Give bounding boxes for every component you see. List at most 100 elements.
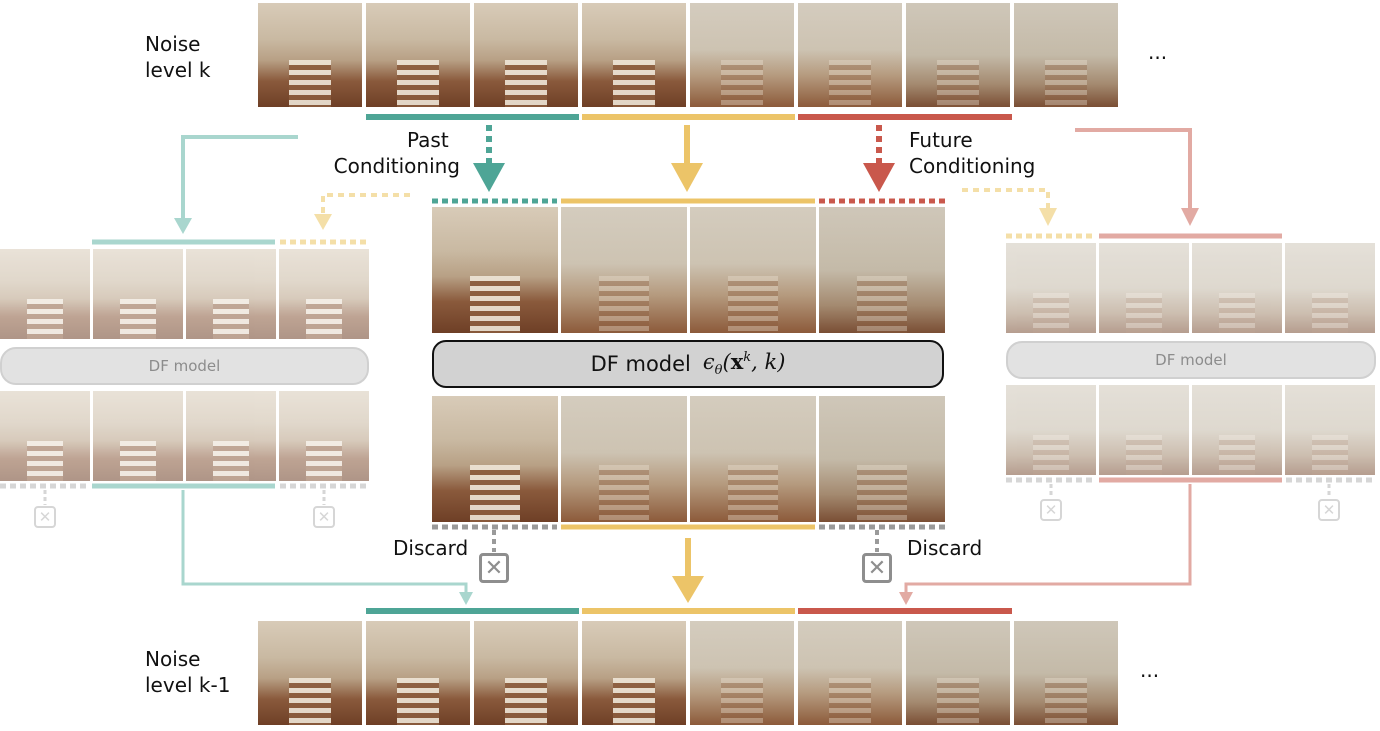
frame-top-3 <box>474 3 578 107</box>
arrow-future-down <box>863 163 895 192</box>
frame-stairs-detail <box>505 678 547 725</box>
df-model-main-text: DF model <box>590 352 691 376</box>
frame-bottom-7 <box>906 621 1010 725</box>
future-line1: Future <box>909 128 973 152</box>
frame-stairs-detail <box>1312 292 1348 333</box>
discard-icon-right-2: ✕ <box>1318 499 1340 521</box>
frame-middle-output-3 <box>690 396 816 522</box>
frame-left-input-4 <box>279 249 369 339</box>
frame-right-output-1 <box>1006 385 1096 475</box>
frame-stairs-detail <box>721 60 763 107</box>
left-past-flow <box>181 135 298 222</box>
noise-level-k-minus-1-label: Noise level k-1 <box>145 646 230 698</box>
frame-right-output-3 <box>1192 385 1282 475</box>
frame-stairs-detail <box>213 440 249 481</box>
discard-icon-left-1: ✕ <box>34 506 56 528</box>
frame-stairs-detail <box>613 678 655 725</box>
frame-bottom-6 <box>798 621 902 725</box>
frame-stairs-detail <box>505 60 547 107</box>
df-model-main-formula: ϵθ(xk, k) <box>702 349 786 379</box>
frame-left-output-2 <box>93 391 183 481</box>
frame-stairs-detail <box>598 465 650 522</box>
right-future-flow <box>1075 128 1192 212</box>
frame-stairs-detail <box>829 678 871 725</box>
frame-stairs-detail <box>27 298 63 339</box>
past-line1: Past <box>407 128 449 152</box>
frame-stairs-detail <box>213 298 249 339</box>
frame-stairs-detail <box>727 465 779 522</box>
frame-stairs-detail <box>1045 678 1087 725</box>
frame-stairs-detail <box>721 678 763 725</box>
noise-level-k-line1: Noise <box>145 32 201 56</box>
frame-bottom-4 <box>582 621 686 725</box>
frame-middle-output-4 <box>819 396 945 522</box>
frame-stairs-detail <box>1033 434 1069 475</box>
frame-stairs-detail <box>1219 434 1255 475</box>
frame-top-1 <box>258 3 362 107</box>
frame-stairs-detail <box>397 60 439 107</box>
frame-stairs-detail <box>1219 292 1255 333</box>
frame-stairs-detail <box>289 60 331 107</box>
frame-middle-input-4 <box>819 207 945 333</box>
df-model-right-text: DF model <box>1155 351 1227 369</box>
frame-stairs-detail <box>289 678 331 725</box>
discard-icon-left: ✕ <box>479 553 509 583</box>
frame-left-output-4 <box>279 391 369 481</box>
frame-right-input-2 <box>1099 243 1189 333</box>
frame-stairs-detail <box>727 276 779 333</box>
frame-right-output-4 <box>1285 385 1375 475</box>
noise-level-k1-line1: Noise <box>145 647 201 671</box>
frame-stairs-detail <box>1045 60 1087 107</box>
frame-stairs-detail <box>937 60 979 107</box>
frame-left-output-3 <box>186 391 276 481</box>
frame-middle-input-3 <box>690 207 816 333</box>
arrow-past-down <box>473 163 505 192</box>
frame-stairs-detail <box>120 298 156 339</box>
frame-stairs-detail <box>469 276 521 333</box>
frame-stairs-detail <box>120 440 156 481</box>
frame-stairs-detail <box>397 678 439 725</box>
frame-stairs-detail <box>27 440 63 481</box>
frame-top-8 <box>1014 3 1118 107</box>
discard-icon-right-1: ✕ <box>1040 499 1062 521</box>
frame-bottom-2 <box>366 621 470 725</box>
ellipsis-bottom: ... <box>1140 658 1160 682</box>
frame-stairs-detail <box>1126 434 1162 475</box>
frame-stairs-detail <box>937 678 979 725</box>
frame-bottom-3 <box>474 621 578 725</box>
frame-bottom-1 <box>258 621 362 725</box>
frame-right-input-1 <box>1006 243 1096 333</box>
noise-level-k-line2: level k <box>145 58 211 82</box>
frame-middle-output-2 <box>561 396 687 522</box>
right-output-flow <box>904 484 1192 596</box>
left-output-flow <box>181 490 468 596</box>
discard-right-label: Discard <box>907 536 983 560</box>
discard-icon-left-2: ✕ <box>313 506 335 528</box>
frame-top-5 <box>690 3 794 107</box>
discard-left-label: Discard <box>393 536 469 560</box>
arrow-present-down <box>671 163 703 192</box>
frame-top-4 <box>582 3 686 107</box>
df-model-left-text: DF model <box>148 357 221 375</box>
future-line2: Conditioning <box>909 154 1036 178</box>
future-conditioning-label: Future Conditioning <box>909 127 1035 179</box>
frame-right-input-3 <box>1192 243 1282 333</box>
frame-stairs-detail <box>856 276 908 333</box>
noise-level-k1-line2: level k-1 <box>145 673 231 697</box>
frame-stairs-detail <box>1033 292 1069 333</box>
arrow-output-down <box>672 576 704 603</box>
past-line2: Conditioning <box>333 154 460 178</box>
ellipsis-top: ... <box>1148 40 1168 64</box>
frame-stairs-detail <box>598 276 650 333</box>
frame-top-6 <box>798 3 902 107</box>
frame-left-input-2 <box>93 249 183 339</box>
discard-icon-right: ✕ <box>862 553 892 583</box>
frame-top-7 <box>906 3 1010 107</box>
frame-stairs-detail <box>613 60 655 107</box>
frame-left-input-3 <box>186 249 276 339</box>
frame-middle-output-1 <box>432 396 558 522</box>
frame-right-output-2 <box>1099 385 1189 475</box>
frame-right-input-4 <box>1285 243 1375 333</box>
df-model-left: DF model <box>0 347 369 385</box>
